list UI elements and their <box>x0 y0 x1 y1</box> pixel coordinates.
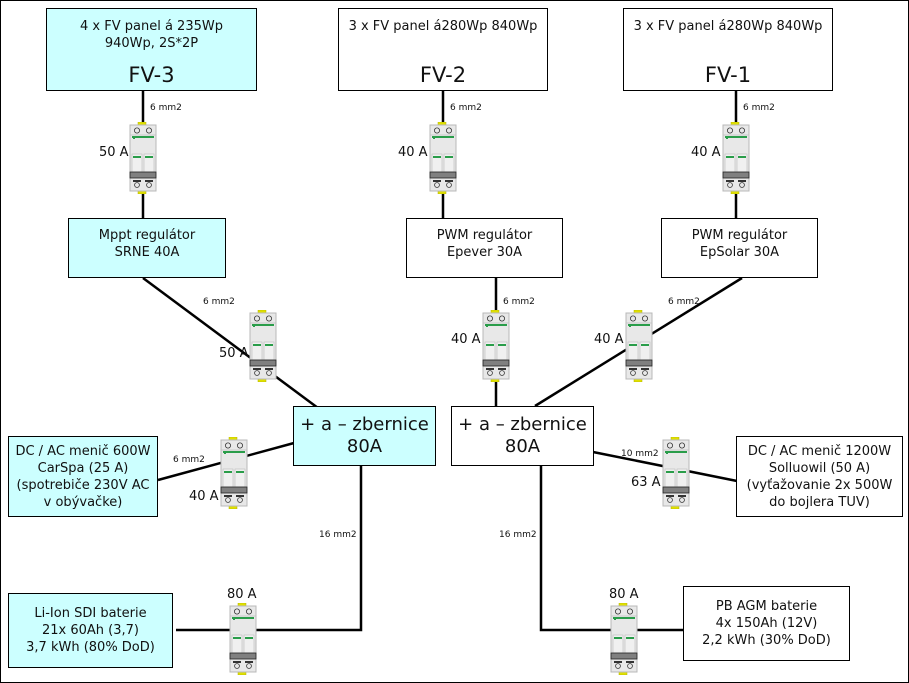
breaker-icon <box>722 122 750 194</box>
breaker-icon <box>249 310 277 382</box>
breaker-rating-srne: 50 A <box>219 346 249 361</box>
breaker-icon <box>625 310 653 382</box>
inverter-600w-line2: CarSpa (25 A) <box>37 460 129 476</box>
pv-array-fv2: 3 x FV panel á280Wp 840Wp FV-2 <box>338 8 548 91</box>
regulator-epsolar: PWM regulátor EpSolar 30A <box>661 218 818 278</box>
cable-label-epsolar: 6 mm2 <box>668 297 700 307</box>
pv-array-fv1: 3 x FV panel á280Wp 840Wp FV-1 <box>623 8 833 91</box>
breaker-icon <box>220 437 248 509</box>
battery-li-ion: Li-Ion SDI baterie 21x 60Ah (3,7) 3,7 kW… <box>8 593 173 668</box>
regulator-epever-line2: Epever 30A <box>446 245 523 260</box>
pv-fv3-name: FV-3 <box>128 63 175 87</box>
cable-label-fv3: 6 mm2 <box>150 103 182 113</box>
regulator-srne-line2: SRNE 40A <box>114 245 180 260</box>
battery-pb-agm-line1: PB AGM baterie <box>715 599 818 614</box>
inverter-600w-line4: v obývačke) <box>43 494 123 510</box>
cable-label-fv2: 6 mm2 <box>450 103 482 113</box>
pv-fv1-line1: 3 x FV panel á280Wp 840Wp <box>633 19 823 34</box>
inverter-1200w-line2: Solluowil (50 A) <box>768 460 871 476</box>
busbar-left-line2: 80A <box>346 436 383 457</box>
breaker-rating-inv600: 40 A <box>189 489 219 504</box>
inverter-600w-line3: (spotrebiče 230V AC <box>16 477 150 493</box>
regulator-epsolar-line1: PWM regulátor <box>691 228 788 243</box>
breaker-icon <box>429 122 457 194</box>
breaker-icon <box>482 310 510 382</box>
cable-label-pb-agm: 16 mm2 <box>499 530 537 540</box>
pv-fv1-name: FV-1 <box>704 63 752 87</box>
battery-li-ion-line2: 21x 60Ah (3,7) <box>42 623 139 638</box>
battery-li-ion-line1: Li-Ion SDI baterie <box>34 606 147 621</box>
regulator-epever-line1: PWM regulátor <box>436 228 533 243</box>
regulator-srne-line1: Mppt regulátor <box>98 228 196 243</box>
regulator-epsolar-line2: EpSolar 30A <box>699 245 780 260</box>
breaker-rating-li-ion: 80 A <box>227 587 257 602</box>
pv-fv3-line2: 940Wp, 2S*2P <box>104 36 199 51</box>
inverter-1200w-line3: (vyťažovanie 2x 500W <box>746 477 893 493</box>
battery-li-ion-line3: 3,7 kWh (80% DoD) <box>26 640 155 655</box>
pv-fv2-name: FV-2 <box>419 63 467 87</box>
inverter-1200w-line1: DC / AC menič 1200W <box>747 443 892 459</box>
pv-fv3-line1: 4 x FV panel á 235Wp <box>80 19 223 34</box>
breaker-rating-epsolar: 40 A <box>594 332 624 347</box>
busbar-right-line2: 80A <box>504 436 541 457</box>
wire-srne-bus <box>142 276 319 410</box>
busbar-left: + a – zbernice 80A <box>293 406 436 466</box>
cable-label-epever: 6 mm2 <box>503 297 535 307</box>
breaker-rating-fv2: 40 A <box>398 145 428 160</box>
regulator-epever: PWM regulátor Epever 30A <box>406 218 563 278</box>
pv-fv2-line1: 3 x FV panel á280Wp 840Wp <box>348 19 538 34</box>
battery-pb-agm-line2: 4x 150Ah (12V) <box>715 616 818 631</box>
inverter-600w: DC / AC menič 600W CarSpa (25 A) (spotre… <box>8 436 158 517</box>
cable-label-fv1: 6 mm2 <box>743 103 775 113</box>
breaker-icon <box>229 603 257 675</box>
breaker-icon <box>662 437 690 509</box>
pv-array-fv3: 4 x FV panel á 235Wp 940Wp, 2S*2P FV-3 <box>46 8 257 91</box>
inverter-600w-line1: DC / AC menič 600W <box>15 443 151 459</box>
cable-label-inv600: 6 mm2 <box>173 455 205 465</box>
busbar-right: + a – zbernice 80A <box>451 406 594 466</box>
breaker-rating-epever: 40 A <box>451 332 481 347</box>
battery-pb-agm: PB AGM baterie 4x 150Ah (12V) 2,2 kWh (3… <box>683 586 850 661</box>
battery-pb-agm-line3: 2,2 kWh (30% DoD) <box>702 633 831 648</box>
busbar-left-line1: + a – zbernice <box>300 414 429 435</box>
cable-label-li-ion: 16 mm2 <box>319 530 357 540</box>
breaker-rating-fv1: 40 A <box>691 145 721 160</box>
breaker-icon <box>610 603 638 675</box>
breaker-rating-inv1200: 63 A <box>631 475 661 490</box>
cable-label-srne: 6 mm2 <box>203 297 235 307</box>
busbar-right-line1: + a – zbernice <box>458 414 587 435</box>
inverter-1200w-line4: do bojlera TUV) <box>769 494 870 510</box>
breaker-rating-fv3: 50 A <box>99 145 129 160</box>
breaker-rating-pb-agm: 80 A <box>609 587 639 602</box>
cable-label-inv1200: 10 mm2 <box>621 449 659 459</box>
breaker-icon <box>129 122 157 194</box>
regulator-srne: Mppt regulátor SRNE 40A <box>68 218 226 278</box>
inverter-1200w: DC / AC menič 1200W Solluowil (50 A) (vy… <box>736 436 903 517</box>
